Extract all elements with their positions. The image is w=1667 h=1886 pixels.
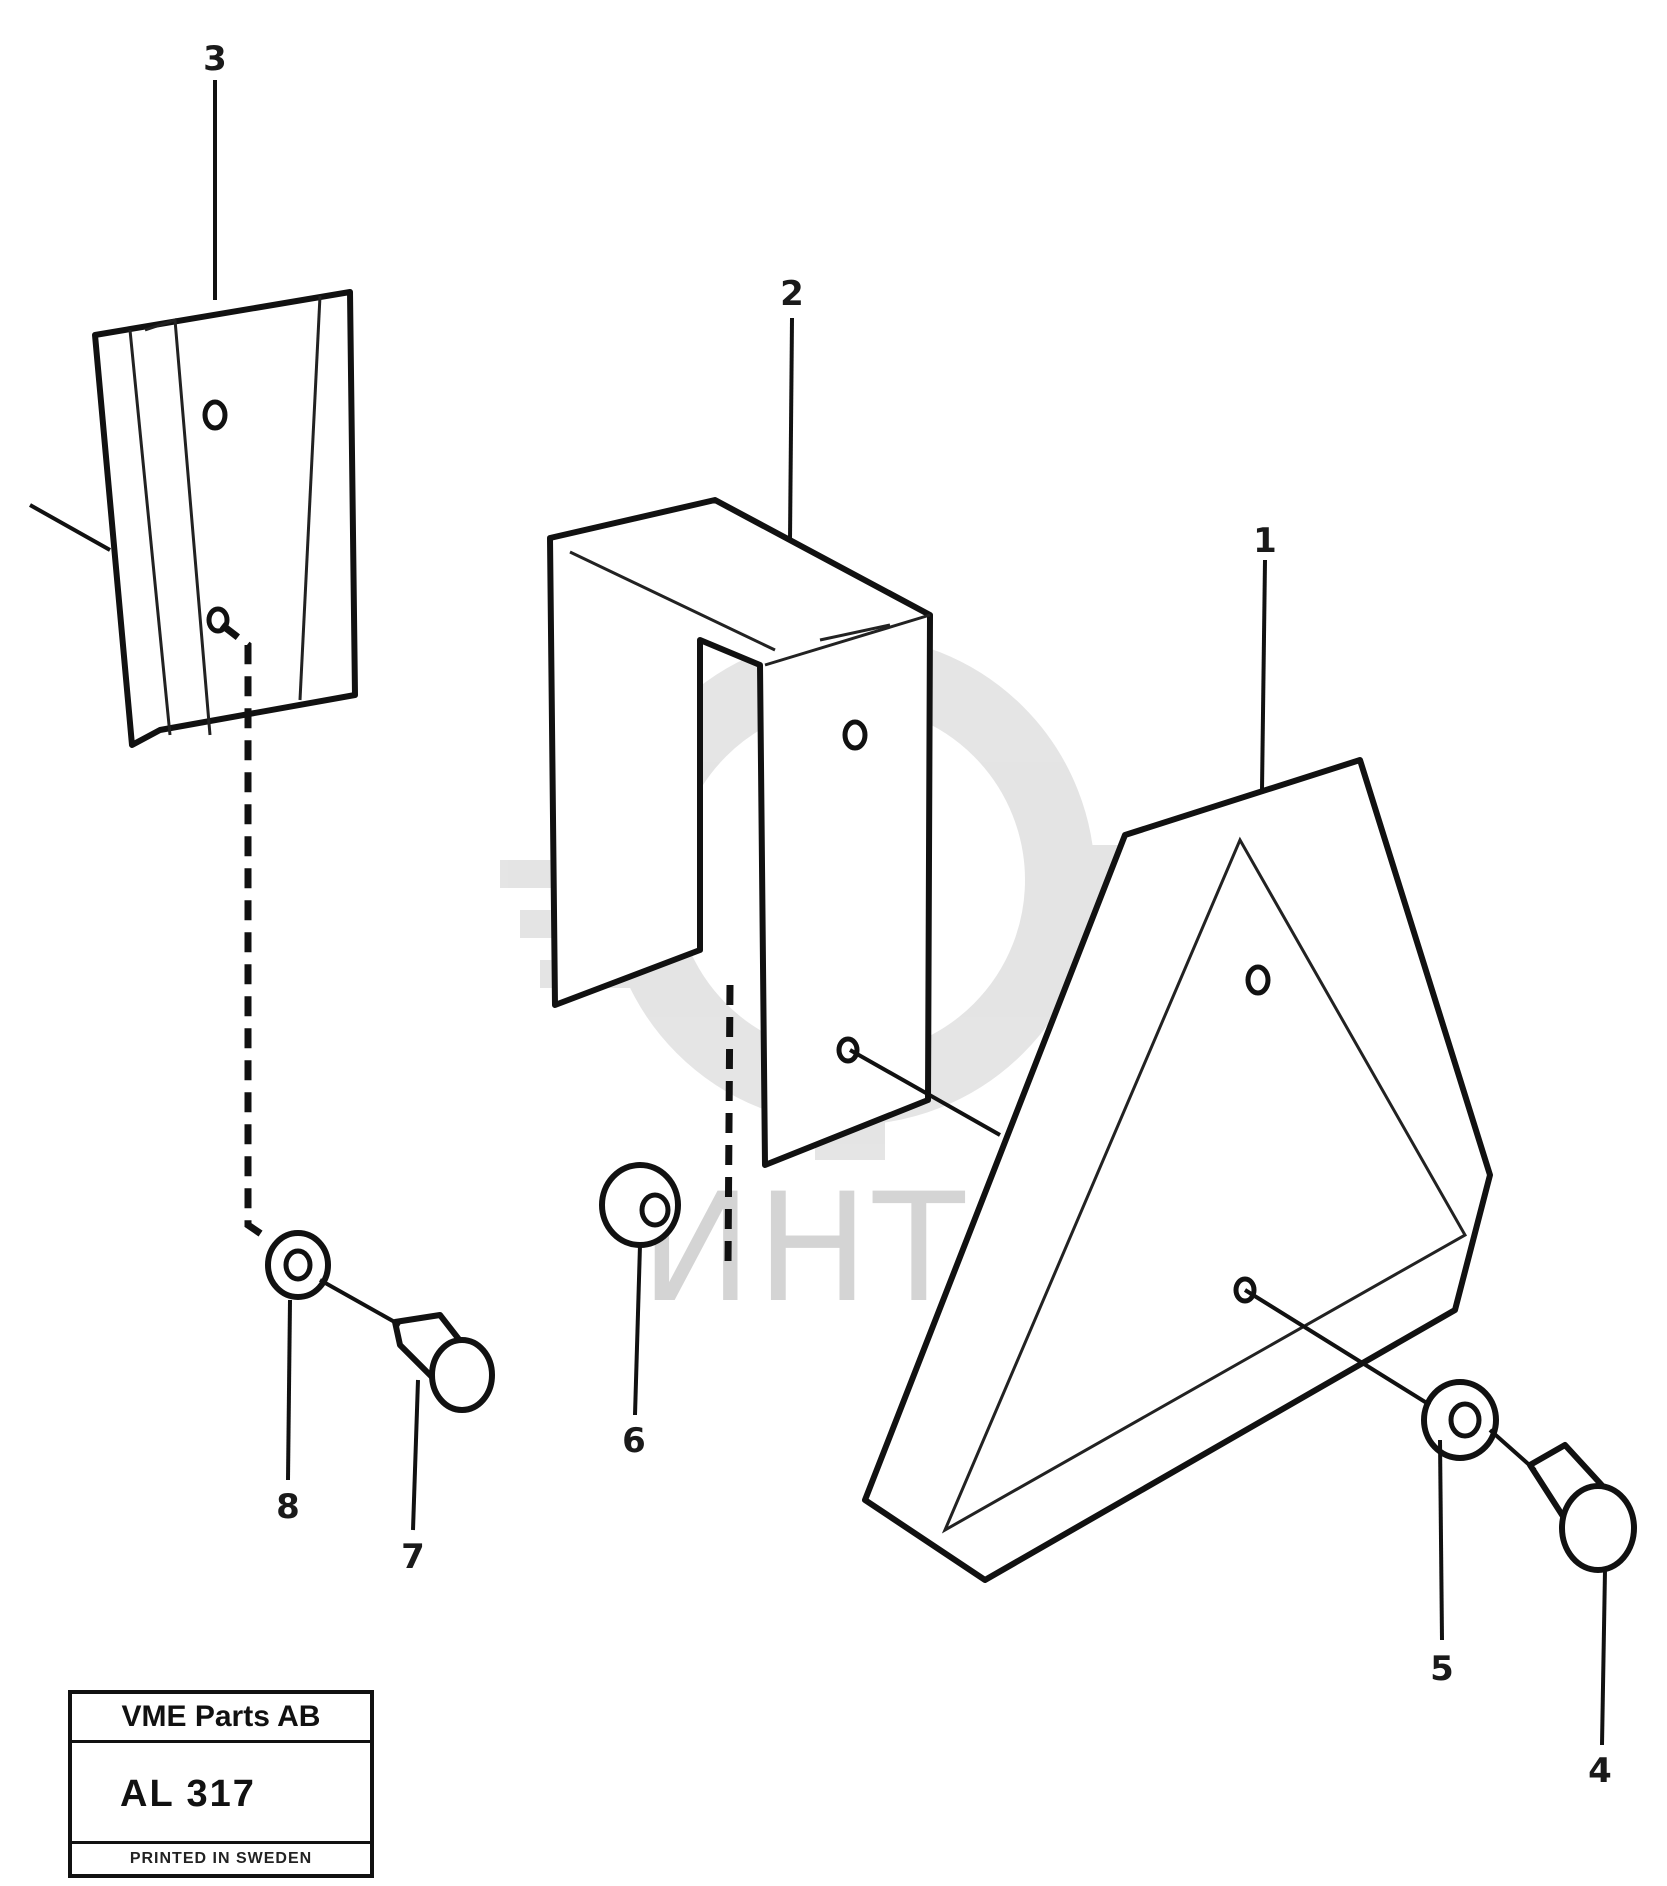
- callout-4: 4: [1588, 1751, 1612, 1791]
- part-3-channel-bracket: [29, 289, 358, 748]
- screw-7: [392, 1312, 495, 1413]
- washer-8: [265, 1230, 331, 1300]
- part-2-u-bracket: [547, 497, 933, 1168]
- callout-2: 2: [780, 274, 804, 314]
- callout-5: 5: [1430, 1649, 1454, 1689]
- title-block-footer: PRINTED IN SWEDEN: [72, 1841, 370, 1874]
- assembly-lines: [219, 622, 1537, 1472]
- title-block-company: VME Parts AB: [72, 1694, 370, 1743]
- washer-5: [1421, 1379, 1499, 1461]
- nut-6: [599, 1162, 681, 1248]
- title-block: VME Parts AB AL 317 PRINTED IN SWEDEN: [68, 1690, 374, 1878]
- callout-8: 8: [276, 1487, 300, 1527]
- screw-4: [1527, 1442, 1637, 1573]
- callout-7: 7: [401, 1537, 425, 1577]
- part-1-triangle-reflector: [862, 757, 1493, 1583]
- callout-3: 3: [203, 39, 227, 79]
- callout-6: 6: [622, 1421, 646, 1461]
- callout-1: 1: [1253, 521, 1277, 561]
- callout-leaders: [213, 80, 1607, 1746]
- title-block-code: AL 317: [120, 1773, 256, 1815]
